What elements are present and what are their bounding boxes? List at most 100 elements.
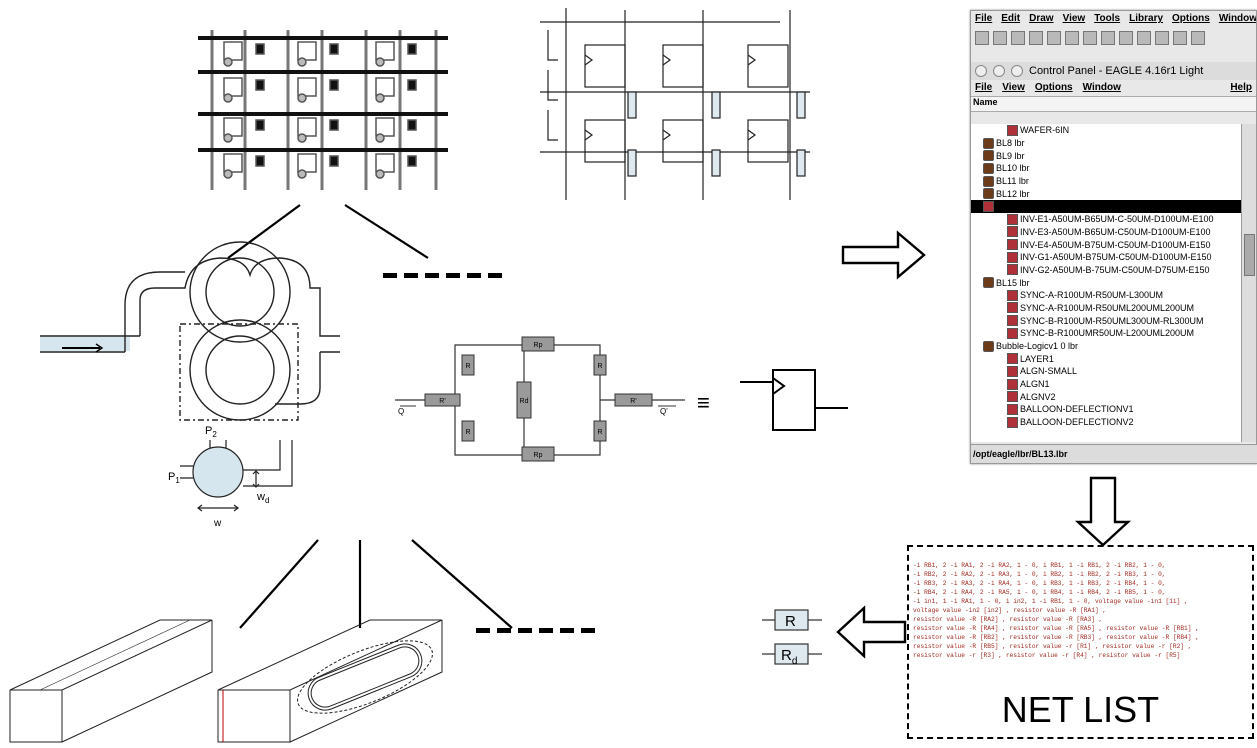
grid-icon[interactable] (1101, 31, 1115, 45)
save-icon[interactable] (993, 31, 1007, 45)
help-menu[interactable]: Help (1230, 82, 1252, 94)
script-icon[interactable] (1047, 31, 1061, 45)
print-icon[interactable] (1011, 31, 1025, 45)
open-icon[interactable] (975, 31, 989, 45)
tree-device-row[interactable]: WAFER-6IN (971, 124, 1241, 137)
menu-view[interactable]: View (1063, 13, 1086, 26)
tree-device-row[interactable]: SYNC-A-R100UM-R50UM-L300UM (971, 289, 1241, 302)
ellipsis-dash-2 (476, 628, 595, 633)
tree-device-row[interactable]: INV-G2-A50UM-B-75UM-C50UM-D75UM-E150 (971, 264, 1241, 277)
menu-options[interactable]: Options (1172, 13, 1210, 26)
tree-device-row[interactable]: INV-E4-A50UM-B75UM-C50UM-D100UM-E150 (971, 238, 1241, 251)
tree-scrollbar[interactable] (1241, 124, 1256, 442)
panel-menubar: File View Options Window Help (971, 80, 1256, 96)
tree-row-label: INV-E1-A50UM-B65UM-C-50UM-D100UM-E100 (1020, 213, 1214, 225)
tree-row-label: LAYER1 (1020, 353, 1054, 365)
tree-row-label: SYNC-A-R100UM-R50UM-L300UM (1020, 289, 1163, 301)
resistor-label: Rp (534, 452, 543, 459)
tree-row-label: BALLOON-DEFLECTIONV2 (1020, 416, 1134, 428)
tree-row-label: BALLOON-DEFLECTIONV1 (1020, 403, 1134, 415)
tree-device-row[interactable]: LAYER1 (971, 352, 1241, 365)
minimize-window-icon[interactable] (993, 65, 1005, 77)
tree-library-row[interactable]: BL11 lbr (971, 175, 1241, 188)
q-label: Q (398, 407, 404, 416)
tree-library-row[interactable]: BL9 lbr (971, 149, 1241, 162)
tree-device-row[interactable]: BALLOON-DEFLECTIONV1 (971, 403, 1241, 416)
maximize-window-icon[interactable] (1011, 65, 1023, 77)
empty-channel (10, 620, 212, 742)
netlist-box: -i RB1, 2 -i RA1, 2 -i RA2, 1 - 0, i RB1… (907, 545, 1254, 739)
close-window-icon[interactable] (975, 65, 987, 77)
menu-draw[interactable]: Draw (1029, 13, 1053, 26)
tree-device-row[interactable] (971, 200, 1241, 213)
control-panel-titlebar: Control Panel - EAGLE 4.16r1 Light (971, 62, 1256, 80)
menu-tools[interactable]: Tools (1094, 13, 1120, 26)
tree-row-label: ALGN1 (1020, 378, 1050, 390)
bubble-channel (218, 620, 442, 742)
w-label: w (213, 518, 222, 529)
tree-device-row[interactable]: INV-E3-A50UM-B65UM-C50UM-D100UM-E100 (971, 226, 1241, 239)
tree-row-label: BL9 lbr (996, 150, 1025, 162)
resistor-label: R' (439, 398, 445, 405)
left-block-arrow (838, 608, 905, 656)
menu-window[interactable]: Window (1219, 13, 1256, 26)
board-icon[interactable] (1083, 31, 1097, 45)
device-icon (1007, 328, 1018, 339)
right-block-arrow (843, 233, 924, 277)
tree-library-row[interactable]: BL12 lbr (971, 187, 1241, 200)
tree-device-row[interactable]: ALGN-SMALL (971, 365, 1241, 378)
menu-library[interactable]: Library (1129, 13, 1163, 26)
tree-device-row[interactable]: SYNC-B-R100UM-R50UML300UM-RL300UM (971, 314, 1241, 327)
tree-library-row[interactable]: BL15 lbr (971, 276, 1241, 289)
tree-library-row[interactable]: Bubble-Logicv1 0 lbr (971, 340, 1241, 353)
zoom-select-icon[interactable] (1173, 31, 1187, 45)
tree-device-row[interactable]: INV-G1-A50UM-B75UM-C50UM-D100UM-E150 (971, 251, 1241, 264)
ellipsis-dash-1 (383, 273, 502, 278)
resistor-label: R (597, 363, 602, 370)
scroll-thumb[interactable] (1244, 234, 1255, 276)
menu-file[interactable]: File (975, 13, 992, 26)
cam-icon[interactable] (1029, 31, 1043, 45)
run-icon[interactable] (1065, 31, 1079, 45)
down-block-arrow (1078, 478, 1128, 545)
tree-device-row[interactable]: BALLOON-DEFLECTIONV2 (971, 416, 1241, 429)
tree-device-row[interactable]: ALGN1 (971, 378, 1241, 391)
tree-device-row[interactable]: INV-E1-A50UM-B65UM-C-50UM-D100UM-E100 (971, 213, 1241, 226)
tree-row-label: BL11 lbr (996, 175, 1029, 187)
tree-device-row[interactable]: SYNC-A-R100UM-R50UML200UML200UM (971, 302, 1241, 315)
tree-row-label: Bubble-Logicv1 0 lbr (996, 340, 1078, 352)
panel-menu-file[interactable]: File (975, 82, 992, 94)
device-icon (1007, 366, 1018, 377)
zoom-out-icon[interactable] (1137, 31, 1151, 45)
tree-device-row[interactable]: ALGNV2 (971, 390, 1241, 403)
status-path: /opt/eagle/lbr/BL13.lbr (971, 444, 1257, 463)
tree-row-label: SYNC-A-R100UM-R50UML200UML200UM (1020, 302, 1194, 314)
resistor-label: Rd (520, 398, 529, 405)
wd-label: wd (256, 491, 269, 505)
droplet-geometry (180, 440, 292, 511)
tree-row-label: INV-G1-A50UM-B75UM-C50UM-D100UM-E150 (1020, 251, 1212, 263)
device-icon (1007, 264, 1018, 275)
device-icon (1007, 252, 1018, 263)
zoom-fit-icon[interactable] (1155, 31, 1169, 45)
tree-library-row[interactable]: BL10 lbr (971, 162, 1241, 175)
flipflop-symbol (740, 370, 848, 430)
tree-row-label: ALGN-SMALL (1020, 365, 1077, 377)
panel-menu-options[interactable]: Options (1035, 82, 1073, 94)
name-column-header[interactable]: Name (971, 96, 1256, 112)
device-icon (1007, 315, 1018, 326)
menu-edit[interactable]: Edit (1001, 13, 1020, 26)
device-icon (1007, 379, 1018, 390)
resistor-boxes: R'R'RRRRRdRpRp (425, 337, 652, 461)
zoom-in-icon[interactable] (1119, 31, 1133, 45)
tree-library-row[interactable]: BL8 lbr (971, 137, 1241, 150)
tree-row-label: BL15 lbr (996, 277, 1030, 289)
library-icon (983, 163, 994, 174)
panel-menu-window[interactable]: Window (1083, 82, 1121, 94)
tree-device-row[interactable]: SYNC-B-R100UMR50UM-L200UML200UM (971, 327, 1241, 340)
library-icon (983, 277, 994, 288)
panel-menu-view[interactable]: View (1002, 82, 1025, 94)
eagle-toolbar (971, 28, 1256, 48)
redraw-icon[interactable] (1191, 31, 1205, 45)
library-icon (983, 150, 994, 161)
